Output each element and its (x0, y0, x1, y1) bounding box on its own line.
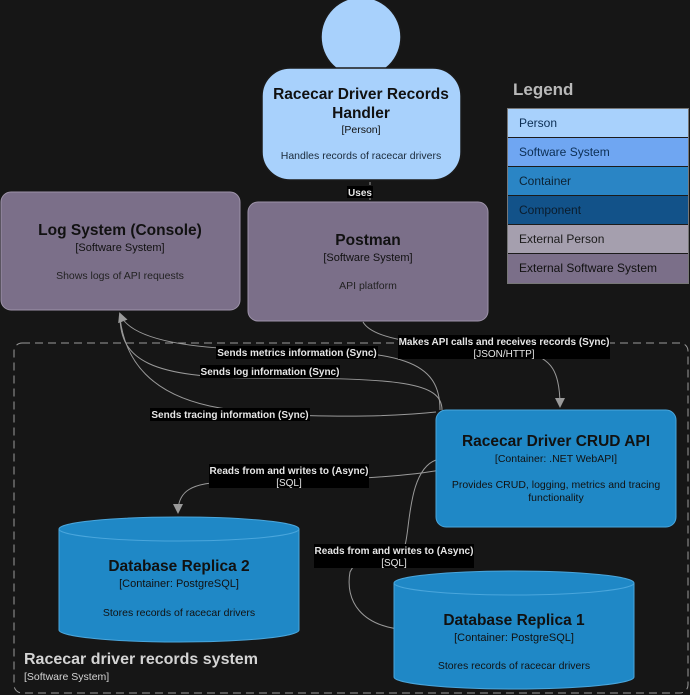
legend-title: Legend (513, 80, 574, 99)
edge-label-rw-replica1: Reads from and writes to (Async) [SQL] (314, 544, 474, 569)
log-system-type: [Software System] (75, 242, 164, 254)
legend-item-component: Component (508, 196, 688, 225)
person-head (320, 0, 402, 78)
node-postman[interactable]: Postman [Software System] API platform (247, 201, 489, 322)
svg-text:Sends metrics information (Syn: Sends metrics information (Sync) (217, 348, 376, 359)
handler-description: Handles records of racecar drivers (281, 150, 441, 162)
api-type: [Container: .NET WebAPI] (495, 453, 617, 465)
legend-item-person: Person (508, 109, 688, 138)
api-description: Provides CRUD, logging, metrics and trac… (452, 479, 660, 491)
postman-description: API platform (339, 280, 397, 292)
person-handler[interactable]: Racecar Driver Records Handler [Person] … (261, 0, 462, 181)
svg-text:Reads from and writes to (Asyn: Reads from and writes to (Async) (315, 546, 474, 557)
person-body (261, 67, 462, 181)
edge-label-metrics: Sends metrics information (Sync) (216, 346, 378, 359)
svg-text:Makes API calls and receives r: Makes API calls and receives records (Sy… (399, 337, 610, 348)
legend-item-container: Container (508, 167, 688, 196)
api-title: Racecar Driver CRUD API (462, 433, 650, 450)
handler-title-2: Handler (332, 105, 390, 122)
handler-title: Racecar Driver Records (273, 86, 449, 103)
replica1-description: Stores records of racecar drivers (438, 660, 590, 672)
legend-list: Person Software System Container Compone… (507, 108, 689, 284)
replica2-description: Stores records of racecar drivers (103, 607, 255, 619)
api-description-2: functionality (528, 492, 584, 504)
legend-item-external-person: External Person (508, 225, 688, 254)
svg-text:[SQL]: [SQL] (276, 478, 302, 489)
replica2-title: Database Replica 2 (108, 558, 249, 575)
edge-label-api-calls: Makes API calls and receives records (Sy… (398, 335, 610, 360)
edge-label-tracing: Sends tracing information (Sync) (150, 408, 310, 421)
boundary-title: Racecar driver records system (24, 651, 258, 668)
replica2-top (58, 516, 300, 542)
postman-title: Postman (335, 232, 400, 249)
node-replica1[interactable]: Database Replica 1 [Container: PostgreSQ… (393, 570, 635, 690)
handler-type: [Person] (341, 124, 380, 136)
boundary-type: [Software System] (24, 671, 110, 683)
replica1-cylinder (393, 583, 635, 690)
edge-label-uses: Uses (347, 186, 373, 199)
edge-log (119, 315, 443, 411)
replica1-top (393, 570, 635, 596)
svg-text:Sends log information (Sync): Sends log information (Sync) (201, 367, 340, 378)
node-api[interactable]: Racecar Driver CRUD API [Container: .NET… (435, 409, 677, 528)
svg-text:Reads from and writes to (Asyn: Reads from and writes to (Async) (210, 466, 369, 477)
postman-type: [Software System] (323, 252, 412, 264)
edge-label-rw-replica2: Reads from and writes to (Async) [SQL] (209, 464, 369, 489)
node-log-system[interactable]: Log System (Console) [Software System] S… (0, 191, 241, 311)
legend-item-external-software-system: External Software System (508, 254, 688, 283)
replica1-title: Database Replica 1 (443, 612, 585, 629)
log-system-box (0, 191, 241, 311)
system-boundary (13, 342, 689, 694)
edge-api-calls (362, 321, 565, 408)
edge-label-log: Sends log information (Sync) (200, 365, 340, 378)
node-replica2[interactable]: Database Replica 2 [Container: PostgreSQ… (58, 516, 300, 643)
postman-box (247, 201, 489, 322)
legend-item-software-system: Software System (508, 138, 688, 167)
edge-metrics (118, 312, 441, 411)
svg-text:Uses: Uses (348, 188, 372, 199)
api-box (435, 409, 677, 528)
svg-text:[SQL]: [SQL] (381, 558, 407, 569)
replica2-type: [Container: PostgreSQL] (119, 578, 239, 590)
replica1-type: [Container: PostgreSQL] (454, 632, 574, 644)
log-system-title: Log System (Console) (38, 222, 202, 239)
svg-text:[JSON/HTTP]: [JSON/HTTP] (473, 349, 534, 360)
svg-text:Sends tracing information (Syn: Sends tracing information (Sync) (151, 410, 308, 421)
legend: Legend Person Software System Container … (507, 80, 689, 284)
log-system-description: Shows logs of API requests (56, 270, 184, 282)
replica2-cylinder (58, 529, 300, 643)
